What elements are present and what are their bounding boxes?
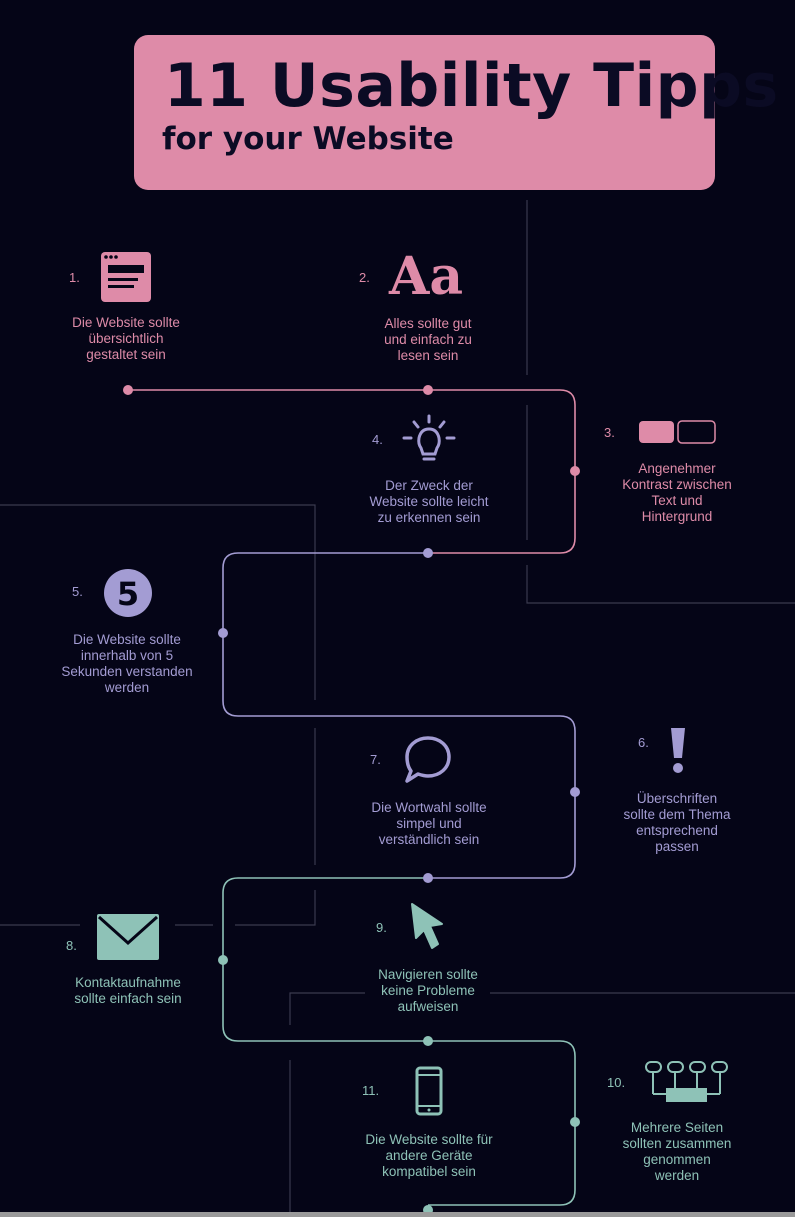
tip-text: Kontaktaufnahme sollte einfach sein <box>74 975 182 1006</box>
exclamation-icon <box>671 728 685 773</box>
tip-text: Die Website sollte übersichtlich gestalt… <box>72 315 180 362</box>
timeline-node <box>570 787 580 797</box>
tip-number: 11. <box>362 1083 380 1098</box>
timeline-path-pink <box>128 389 576 554</box>
tip-text: Angenehmer Kontrast zwischen Text und Hi… <box>622 461 732 524</box>
timeline-node <box>423 873 433 883</box>
tip-number: 8. <box>66 938 77 953</box>
tip-text: Alles sollte gut und einfach zu lesen se… <box>384 316 472 363</box>
bottom-edge-bar <box>0 1212 795 1217</box>
tip-number: 6. <box>638 735 649 750</box>
timeline-node <box>423 548 433 558</box>
timeline-node <box>423 385 433 395</box>
tip-number: 9. <box>376 920 387 935</box>
browser-window-icon <box>101 252 151 302</box>
svg-text:5: 5 <box>117 575 139 613</box>
tip-number: 10. <box>607 1075 626 1090</box>
tip-text: Die Website sollte innerhalb von 5 Sekun… <box>61 632 193 695</box>
tip-text: Die Website sollte für andere Geräte kom… <box>365 1132 493 1179</box>
timeline-path-lavender <box>222 552 576 879</box>
page-title: 11 Usability Tipps <box>164 51 779 121</box>
envelope-icon <box>97 914 159 960</box>
tip-number: 4. <box>372 432 383 447</box>
tip-text: Die Wortwahl sollte simpel und verständl… <box>371 800 487 847</box>
contrast-toggle-icon <box>639 420 716 444</box>
speech-bubble-icon <box>405 736 451 783</box>
cursor-arrow-icon <box>411 903 443 949</box>
timeline-node <box>570 1117 580 1127</box>
tip-text: Mehrere Seiten sollten zusammen genommen… <box>622 1120 732 1183</box>
timeline-path-teal <box>222 877 576 1206</box>
timeline-node <box>570 466 580 476</box>
timeline-node <box>423 1036 433 1046</box>
smartphone-icon <box>415 1066 443 1116</box>
tip-number: 7. <box>370 752 381 767</box>
timeline-node <box>123 385 133 395</box>
typography-aa-icon: Aa <box>389 246 464 307</box>
tip-text: Navigieren sollte keine Probleme aufweis… <box>378 967 478 1014</box>
tip-number: 5. <box>72 584 83 599</box>
number-five-badge-icon: 5 <box>104 569 152 617</box>
title-banner: 11 Usability Tipps for your Website <box>134 35 778 190</box>
tip-number: 1. <box>69 270 80 285</box>
grid-lines <box>0 200 795 1217</box>
sitemap-icon <box>645 1061 728 1102</box>
tip-number: 2. <box>359 270 370 285</box>
tip-number: 3. <box>604 425 615 440</box>
timeline-node <box>218 955 228 965</box>
tip-text: Der Zweck der Website sollte leicht zu e… <box>369 478 489 525</box>
tip-text: Überschriften sollte dem Thema entsprech… <box>623 791 731 854</box>
lightbulb-icon <box>402 414 456 461</box>
timeline-node <box>218 628 228 638</box>
page-subtitle: for your Website <box>162 121 454 157</box>
